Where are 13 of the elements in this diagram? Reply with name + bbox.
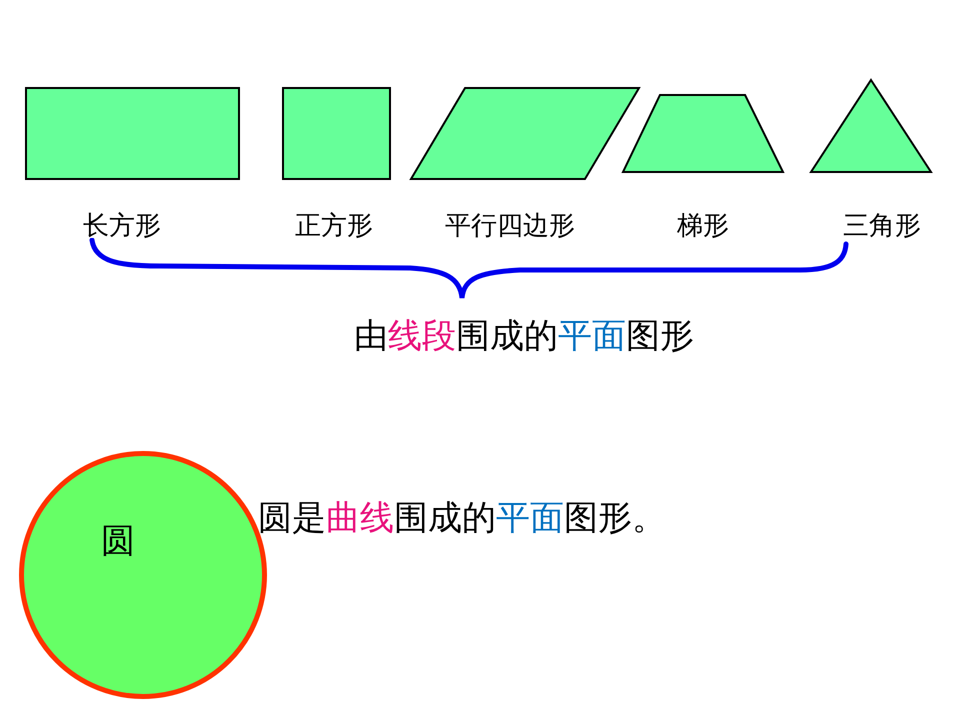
shape-name: 平行四边形 — [445, 212, 575, 241]
square-shape — [283, 88, 390, 179]
shape-name: 长方形 — [83, 212, 161, 241]
shape-name: 梯形 — [677, 212, 729, 241]
shape-name: 圆 — [101, 523, 135, 560]
statement-text: 圆是曲线围成的平面图形。 — [258, 500, 666, 538]
shape-name: 三角形 — [843, 212, 921, 241]
shape-name: 正方形 — [295, 212, 373, 241]
statement-text: 由线段围成的平面图形 — [354, 318, 694, 356]
rectangle-shape — [26, 88, 239, 179]
parallelogram-shape — [411, 88, 639, 179]
trapezoid-shape — [623, 95, 783, 172]
triangle-shape — [811, 80, 931, 172]
